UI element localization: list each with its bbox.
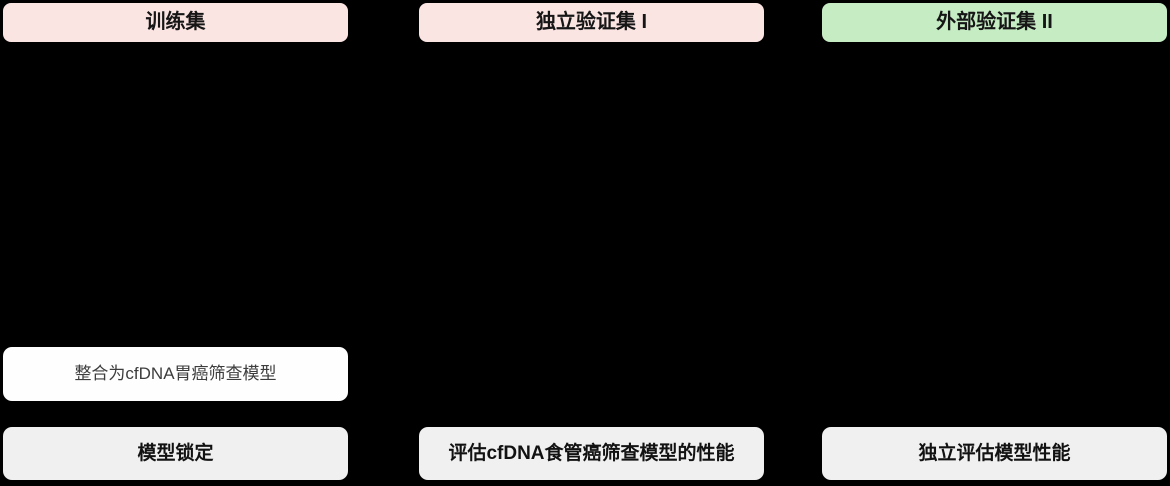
- stage-label-external-validation-set: 外部验证集 II: [936, 11, 1053, 33]
- outcome-box-independent-evaluation: 独立评估模型性能: [822, 427, 1167, 480]
- stage-box-internal-validation-set: 独立验证集 I: [419, 3, 764, 42]
- stage-label-training-set: 训练集: [145, 11, 206, 33]
- outcome-label-independent-evaluation: 独立评估模型性能: [918, 442, 1071, 464]
- stage-label-internal-validation-set: 独立验证集 I: [535, 11, 648, 33]
- outcome-label-evaluate-performance: 评估cfDNA食管癌筛查模型的性能: [448, 442, 735, 464]
- model-box-integrated-model: 整合为cfDNA胃癌筛查模型: [3, 347, 348, 401]
- outcome-label-model-lock: 模型锁定: [137, 442, 214, 464]
- outcome-box-model-lock: 模型锁定: [3, 427, 348, 480]
- stage-box-training-set: 训练集: [3, 3, 348, 42]
- model-label-integrated-model: 整合为cfDNA胃癌筛查模型: [74, 364, 277, 384]
- outcome-box-evaluate-performance: 评估cfDNA食管癌筛查模型的性能: [419, 427, 764, 480]
- stage-box-external-validation-set: 外部验证集 II: [822, 3, 1167, 42]
